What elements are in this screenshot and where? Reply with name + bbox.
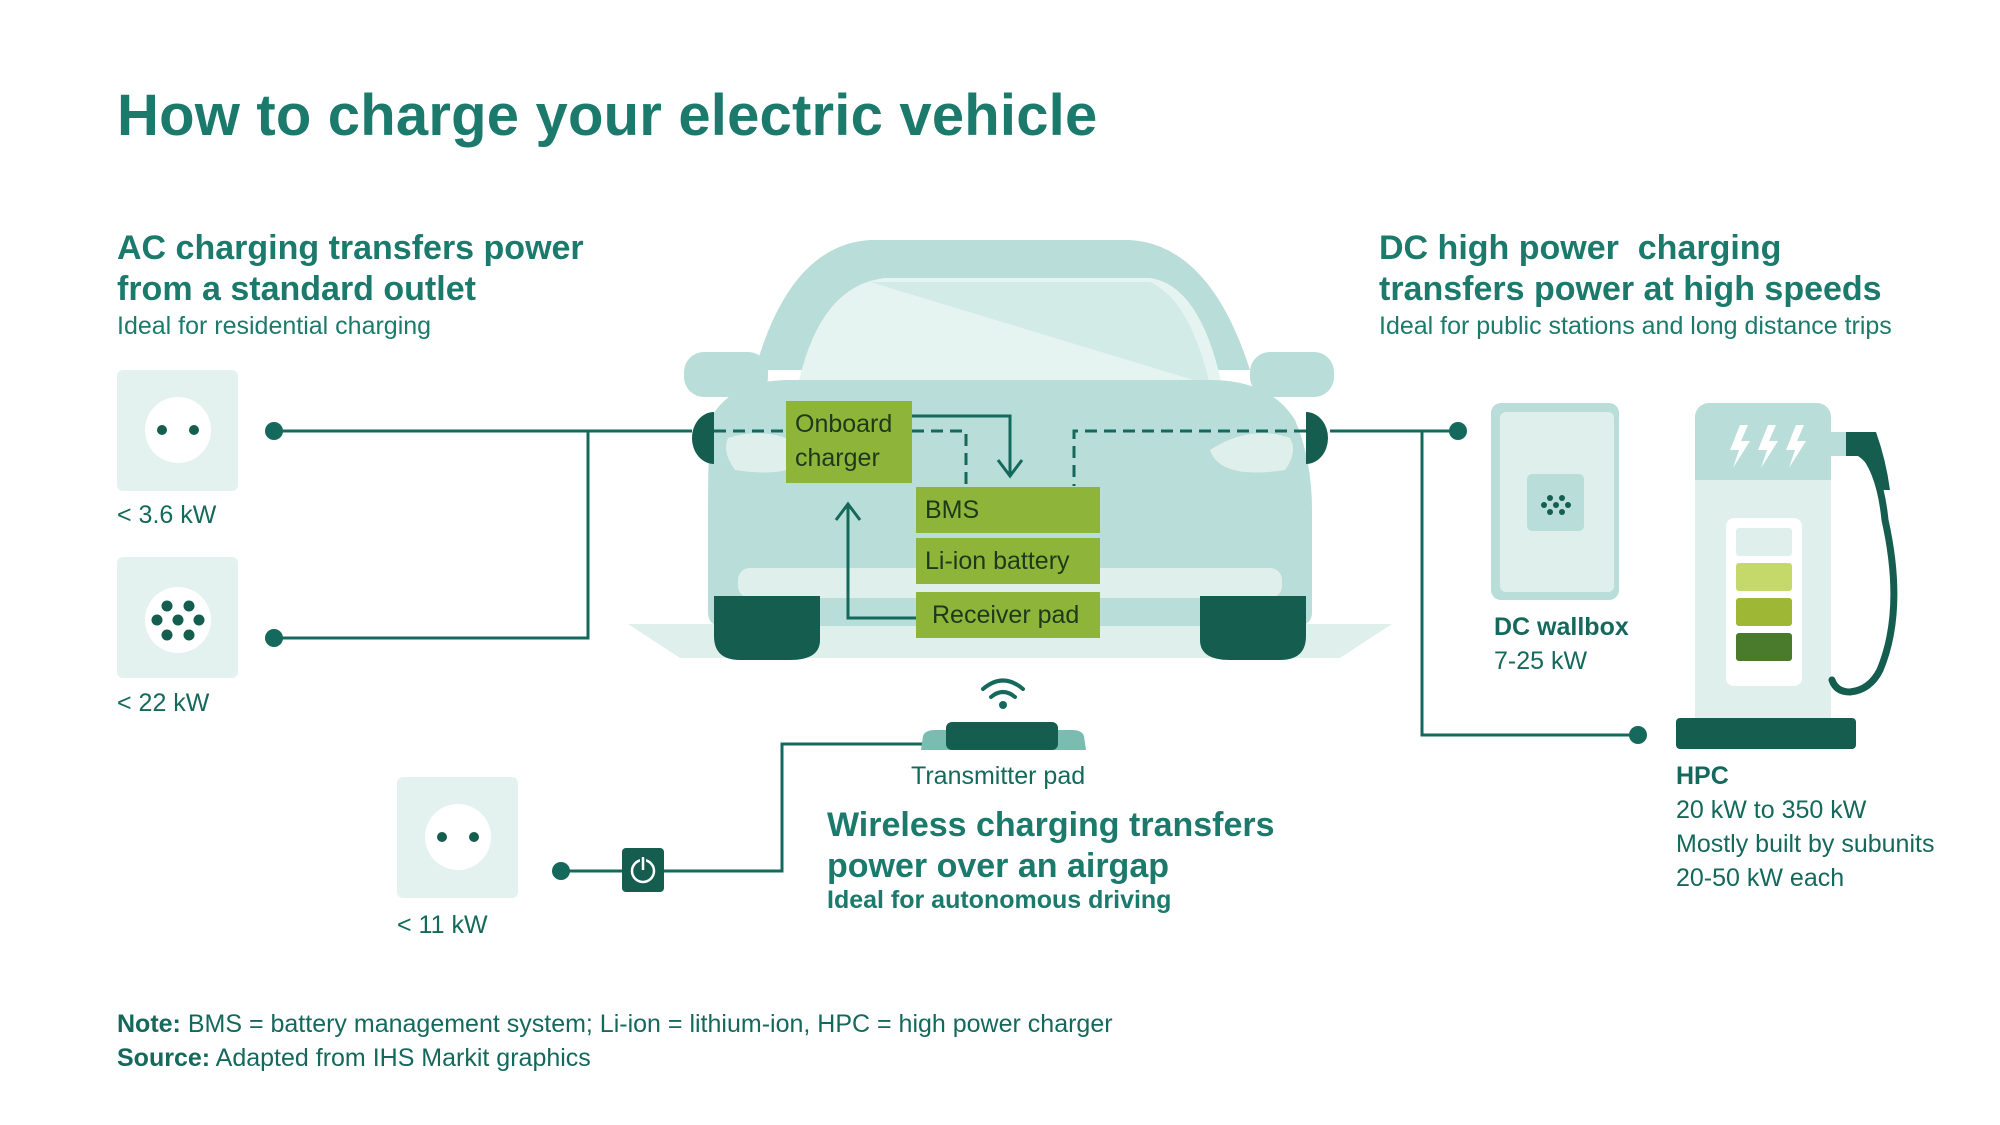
hpc-nozzle xyxy=(1840,432,1890,490)
note-line: Note: BMS = battery management system; L… xyxy=(117,1010,1113,1039)
wireless-heading-line1: Wireless charging transfers xyxy=(827,806,1275,844)
hpc-name: HPC xyxy=(1676,762,1729,790)
dc-heading: DC high power charging transfers power a… xyxy=(1379,228,1882,310)
dc-subtitle: Ideal for public stations and long dista… xyxy=(1379,312,1892,340)
charge-port-right xyxy=(1306,412,1328,464)
wifi-signal-icon xyxy=(981,678,1025,699)
wireless-subtitle: Ideal for autonomous driving xyxy=(827,886,1172,914)
arrow-head-up xyxy=(834,501,862,521)
ac-heading-line2: from a standard outlet xyxy=(117,270,476,308)
ac-wiring xyxy=(274,429,692,640)
ac-heading: AC charging transfers power from a stand… xyxy=(117,228,584,310)
wireless-heading: Wireless charging transfers power over a… xyxy=(827,805,1275,887)
socket-ac-1 xyxy=(117,370,238,491)
bms-box: BMS xyxy=(916,487,1100,533)
car-side-mirror-right xyxy=(1250,352,1334,397)
dc-heading-line1: DC high power charging xyxy=(1379,229,1782,267)
dc-connector-dot-hpc xyxy=(1629,726,1647,744)
tire-right xyxy=(1200,596,1306,660)
ac-outlet-2-label: < 22 kW xyxy=(117,689,210,717)
wireless-outlet-label: < 11 kW xyxy=(397,911,488,939)
charge-port-left xyxy=(692,412,714,464)
lightning-icon xyxy=(1730,425,1806,468)
transmitter-pad-label: Transmitter pad xyxy=(911,762,1086,790)
ac-subtitle: Ideal for residential charging xyxy=(117,312,432,340)
wifi-signal-dot xyxy=(999,701,1007,709)
hpc-charger-graphic xyxy=(1676,403,1898,749)
dc-wallbox-range: 7-25 kW xyxy=(1494,647,1588,675)
receiver-pad-box: Receiver pad xyxy=(916,592,1100,638)
car-windshield-reflection xyxy=(870,282,1210,385)
note-prefix: Note: xyxy=(117,1010,181,1038)
hpc-detail-1: Mostly built by subunits xyxy=(1676,830,1935,858)
ac-connector-dot-bottom xyxy=(265,629,283,647)
ac-outlet-1-label: < 3.6 kW xyxy=(117,501,217,529)
dc-heading-line2: transfers power at high speeds xyxy=(1379,270,1882,308)
onboard-charger-line1: Onboard xyxy=(795,410,893,438)
onboard-charger-line2: charger xyxy=(795,444,880,472)
arrow-head-down xyxy=(996,459,1024,479)
onboard-charger-box: Onboard charger xyxy=(786,401,912,483)
socket-ac-2 xyxy=(117,557,238,678)
wireless-heading-line2: power over an airgap xyxy=(827,847,1169,885)
ac-connector-dot-top xyxy=(265,422,283,440)
dc-wallbox-graphic xyxy=(1491,403,1619,600)
wireless-connector-dot xyxy=(552,862,570,880)
note-text: BMS = battery management system; Li-ion … xyxy=(180,1010,1113,1038)
dc-connector-dot-wallbox xyxy=(1449,422,1467,440)
hpc-range: 20 kW to 350 kW xyxy=(1676,796,1867,824)
transmitter-pad-graphic xyxy=(921,722,1086,750)
wireless-wiring xyxy=(561,742,925,873)
page-title: How to charge your electric vehicle xyxy=(117,83,1098,148)
headlight-right xyxy=(1210,433,1294,473)
car-side-mirror-left xyxy=(684,352,768,397)
dc-wallbox-name: DC wallbox xyxy=(1494,613,1629,641)
ac-heading-line1: AC charging transfers power xyxy=(117,229,584,267)
hpc-cable xyxy=(1828,446,1898,696)
source-line: Source: Adapted from IHS Markit graphics xyxy=(117,1044,591,1073)
battery-box: Li-ion battery xyxy=(916,538,1100,584)
hpc-detail-2: 20-50 kW each xyxy=(1676,864,1845,892)
socket-wireless xyxy=(397,777,518,898)
dc-wiring xyxy=(1330,429,1638,737)
source-text: Adapted from IHS Markit graphics xyxy=(210,1044,591,1072)
internal-dashed-lines xyxy=(714,429,1306,486)
source-prefix: Source: xyxy=(117,1044,211,1072)
power-switch-icon xyxy=(622,848,664,892)
tire-left xyxy=(714,596,820,660)
internal-arrows xyxy=(846,414,1012,620)
